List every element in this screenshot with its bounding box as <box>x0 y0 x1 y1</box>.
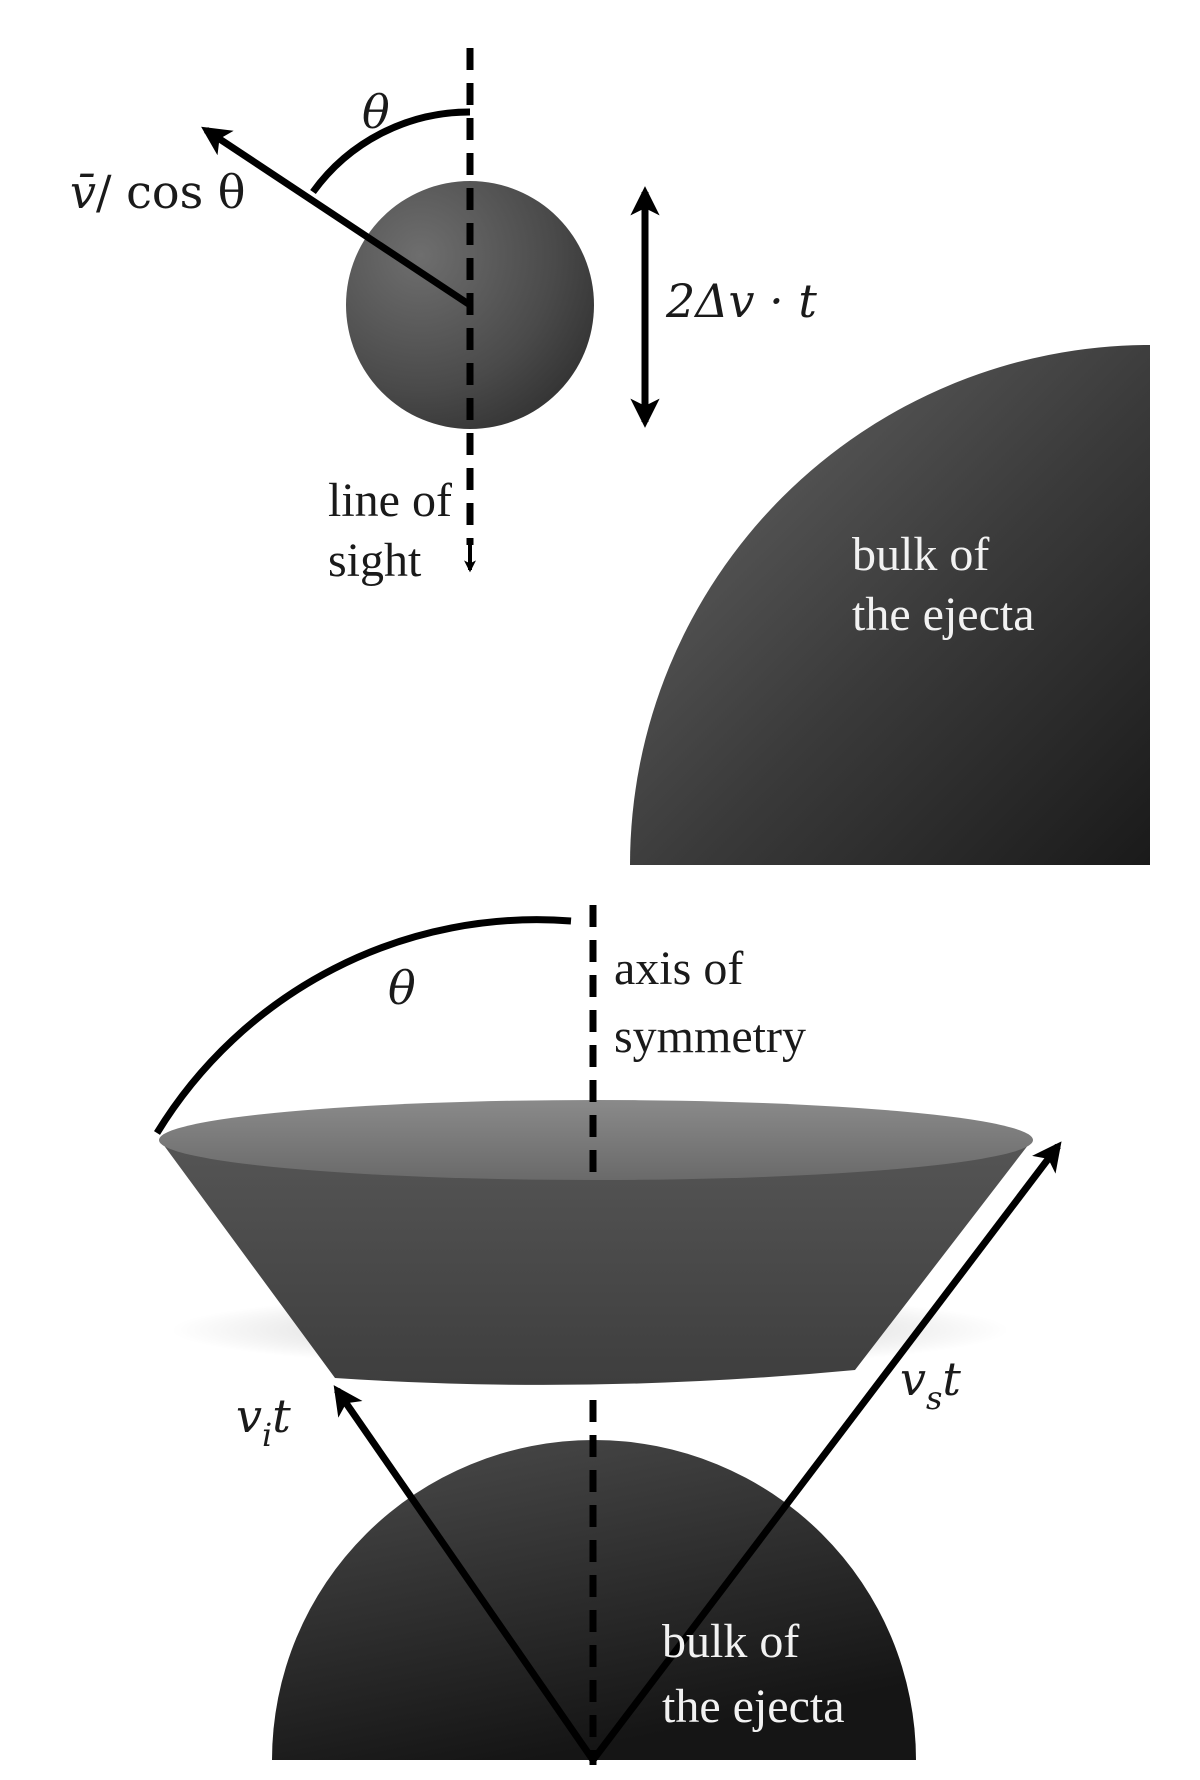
axis-label-2: symmetry <box>614 1010 806 1063</box>
vs-t: t <box>942 1352 961 1406</box>
bottom-theta-arc <box>154 916 572 1135</box>
vbar-symbol: v̄ <box>70 165 96 219</box>
line-of-sight-label-2: sight <box>328 534 422 587</box>
vi-sub: i <box>262 1416 272 1454</box>
vi-label: vit <box>236 1389 291 1454</box>
top-theta-label: θ <box>362 85 390 139</box>
bottom-theta-label: θ <box>388 961 416 1015</box>
top-bulk-label-2: the ejecta <box>852 588 1035 641</box>
vs-arrow <box>590 1141 1062 1763</box>
vbar-rest: / cos θ <box>96 165 246 219</box>
top-bulk-label-1: bulk of <box>852 528 989 581</box>
velocity-label: v̄/ cos θ <box>70 165 246 219</box>
bottom-bulk-label-1: bulk of <box>662 1615 799 1668</box>
line-of-sight-label-1: line of <box>328 474 452 527</box>
bottom-bulk-label-2: the ejecta <box>662 1680 845 1733</box>
top-panel: θ v̄/ cos θ 2Δv · t line of sight bulk o… <box>70 48 1150 865</box>
vs-sub: s <box>926 1379 942 1417</box>
vi-main: v <box>236 1389 262 1443</box>
vi-t: t <box>272 1389 291 1443</box>
axis-label-1: axis of <box>614 942 743 995</box>
vs-label: vst <box>900 1352 961 1417</box>
top-theta-arc <box>310 108 471 195</box>
top-bulk-ejecta <box>630 345 1150 865</box>
vi-arrow <box>333 1385 596 1762</box>
bottom-bulk-ejecta <box>272 1440 916 1760</box>
width-label: 2Δv · t <box>665 274 817 328</box>
bottom-panel: θ axis of symmetry vst vit bulk of the e… <box>154 905 1062 1765</box>
vs-main: v <box>900 1352 926 1406</box>
velocity-arrow <box>201 126 472 308</box>
cone-body <box>160 1140 1032 1385</box>
cone-top-ellipse <box>159 1100 1033 1180</box>
